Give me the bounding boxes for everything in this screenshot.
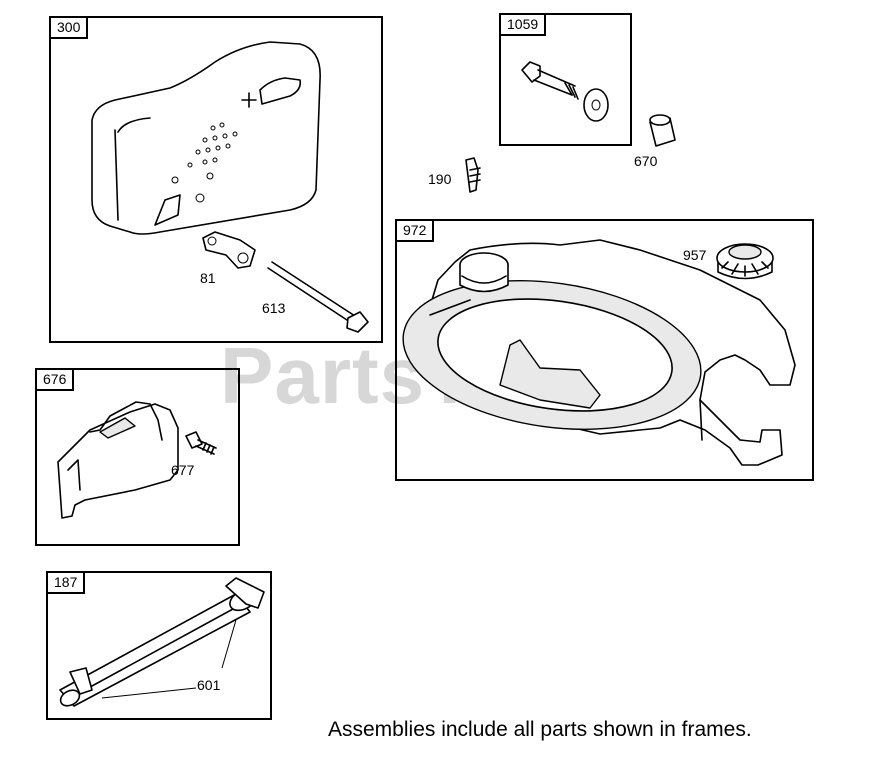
fitting-190 <box>465 157 481 193</box>
frame-tag-187: 187 <box>46 571 86 594</box>
callout-613: 613 <box>262 300 286 316</box>
callout-670: 670 <box>634 153 658 169</box>
muffler-part <box>91 41 321 235</box>
callout-677: 677 <box>171 462 195 478</box>
callout-190: 190 <box>428 171 452 187</box>
callout-957: 957 <box>683 247 707 263</box>
fuel-tank-part <box>402 239 796 466</box>
assemblies-footnote: Assemblies include all parts shown in fr… <box>328 718 752 741</box>
guard-676 <box>57 401 179 519</box>
bolt-1059 <box>521 61 609 122</box>
frame-tag-676: 676 <box>35 368 75 391</box>
muffler-bracket-81 <box>202 231 256 269</box>
frame-tag-300: 300 <box>49 16 89 39</box>
frame-fuel-tank: 972 <box>395 219 814 481</box>
frame-bolt-kit: 1059 <box>499 13 632 146</box>
callout-81: 81 <box>200 270 216 286</box>
callout-601: 601 <box>197 677 221 693</box>
frame-tag-1059: 1059 <box>499 13 547 36</box>
frame-tag-972: 972 <box>395 219 435 242</box>
fuel-line-601 <box>59 577 265 707</box>
muffler-bolt-613 <box>267 261 369 333</box>
frame-muffler-assembly: 300 <box>49 16 383 343</box>
spacer-670 <box>649 114 676 147</box>
muffler-vent-dots <box>187 122 238 168</box>
fuel-cap-957 <box>716 243 774 280</box>
frame-guard: 676 <box>35 368 240 546</box>
screw-677 <box>185 431 217 455</box>
frame-fuel-line: 187 <box>46 571 272 720</box>
